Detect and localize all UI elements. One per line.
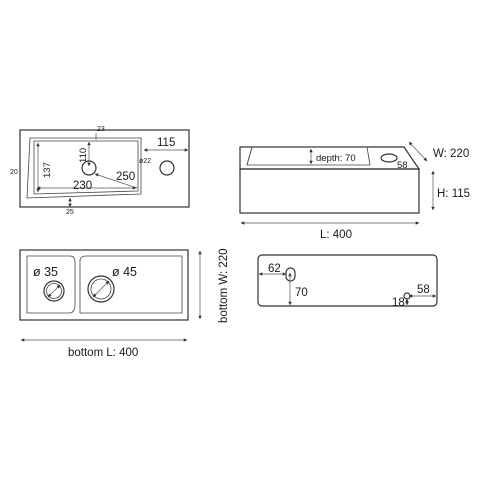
top-view-outline — [19, 129, 190, 208]
top-view-basin — [26, 137, 142, 199]
dim-label-23: 23 — [97, 126, 105, 133]
dim-label-h115: H: 115 — [437, 188, 470, 200]
dim-label-250: 250 — [116, 171, 135, 183]
dim-label-25: 25 — [66, 209, 74, 216]
bottom-view: ø 35 ø 45 bottom W: 220 bottom L: 400 — [19, 248, 230, 359]
top-view-basin-inner — [33, 140, 139, 195]
dim-label-45: ø 45 — [112, 265, 137, 279]
back-view-slot — [285, 267, 296, 282]
dim-label-w220: W: 220 — [433, 148, 469, 160]
dim-label-22: ø22 — [139, 158, 151, 165]
bottom-view-left-recess — [26, 255, 76, 314]
dim-label-137: 137 — [42, 162, 53, 178]
dim-label-18: 18 — [392, 297, 405, 309]
top-view: 23 115 110 137 20 230 250 ø22 25 — [10, 126, 190, 216]
block-front-face — [239, 168, 420, 214]
dim-label-35: ø 35 — [33, 265, 58, 279]
drain-large — [87, 275, 115, 303]
perspective-view: depth: 70 58 W: 220 H: 115 L: 400 — [239, 141, 470, 241]
dim-label-bottom-w: bottom W: 220 — [218, 248, 230, 323]
dim-label-58-back: 58 — [417, 284, 430, 296]
drain-large-diag — [92, 280, 110, 298]
bottom-view-outline — [19, 249, 189, 321]
dim-label-l400: L: 400 — [320, 229, 352, 241]
dim-line-w220 — [408, 141, 428, 162]
dim-label-20: 20 — [10, 169, 18, 176]
drain-small-diag — [47, 284, 61, 298]
dim-label-230: 230 — [73, 180, 92, 192]
dim-label-depth: depth: 70 — [316, 153, 356, 164]
block-basin-edge — [246, 146, 253, 166]
bottom-view-right-recess — [79, 255, 183, 314]
back-view-outline — [257, 254, 438, 307]
dim-label-115: 115 — [157, 137, 175, 149]
tap-hole — [159, 160, 175, 176]
dim-label-bottom-l: bottom L: 400 — [68, 347, 138, 359]
dim-label-110: 110 — [78, 148, 89, 163]
back-view: 62 70 58 18 — [257, 254, 438, 309]
dim-label-58-top: 58 — [397, 160, 408, 171]
drain-small — [43, 280, 65, 302]
dim-label-62: 62 — [268, 263, 281, 275]
dim-label-70: 70 — [295, 287, 308, 299]
dim-line-250 — [94, 173, 138, 189]
drain-small-inner — [46, 283, 62, 299]
drain-large-inner — [90, 278, 112, 300]
block-tap-hole — [380, 153, 398, 163]
